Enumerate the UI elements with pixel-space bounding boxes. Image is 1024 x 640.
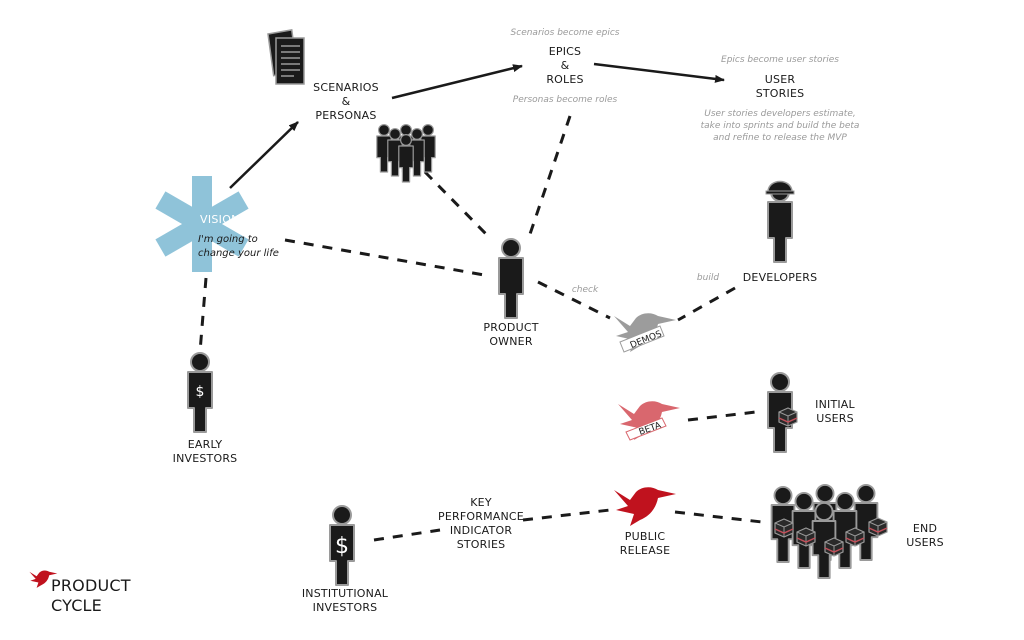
crowd-with-boxes-icon <box>770 484 888 579</box>
vision-title: VISION <box>200 213 240 226</box>
institutional-investors-label: INSTITUTIONAL INVESTORS <box>301 587 389 614</box>
vision-tagline: I'm going to change your life <box>198 234 279 259</box>
product-owner-label: PRODUCT OWNER <box>483 321 539 348</box>
diagram-title: PRODUCT CYCLE <box>51 576 131 615</box>
epics-roles-label: EPICS & ROLES <box>546 45 584 86</box>
dollar-symbol: $ <box>196 384 205 400</box>
product-owner-icon <box>498 238 524 319</box>
connector-group-to-owner <box>423 170 492 240</box>
note-check: check <box>571 285 599 295</box>
connector-vision-to-owner <box>284 238 491 278</box>
connector-release-to-end-users <box>674 510 763 524</box>
asterisk-icon <box>155 176 249 272</box>
dollar-symbol: $ <box>335 534 349 559</box>
connector-epics-to-owner <box>526 115 572 241</box>
user-stories-label: USER STORIES <box>755 73 805 100</box>
developers-label: DEVELOPERS <box>742 271 818 284</box>
person-hardhat-icon <box>765 180 795 263</box>
connector-owner-to-demos <box>537 280 611 320</box>
note-epics-become-user-stories: Epics become user stories <box>721 55 839 65</box>
connector-developers-to-demos <box>677 286 736 322</box>
early-investors-label: EARLY INVESTORS <box>172 438 238 465</box>
beta-bird-icon: BETA <box>618 401 680 441</box>
institutional-investors-icon: $ <box>329 505 355 586</box>
early-investors-icon: $ <box>187 352 213 433</box>
person-with-box-icon <box>767 372 798 453</box>
demos-bird-icon: DEMOS <box>614 313 676 353</box>
arrow-vision-to-scenarios <box>229 121 299 189</box>
note-build: build <box>696 273 720 283</box>
kpi-stories-label: KEY PERFORMANCE INDICATOR STORIES <box>438 496 524 551</box>
note-user-stories-detail: User stories developers estimate, take i… <box>700 109 860 143</box>
note-personas-become-roles: Personas become roles <box>512 95 618 105</box>
scenarios-personas-label: SCENARIOS & PERSONAS <box>313 81 379 122</box>
note-scenarios-become-epics: Scenarios become epics <box>510 28 620 38</box>
arrow-epics-to-stories <box>593 62 725 83</box>
initial-users-label: INITIAL USERS <box>815 398 855 425</box>
arrows <box>229 62 725 189</box>
dashed-connectors <box>198 115 763 542</box>
connector-kpi-to-release <box>522 508 611 522</box>
documents-icon <box>267 29 305 85</box>
arrow-scenarios-to-epics <box>391 64 523 100</box>
end-users-label: END USERS <box>906 522 944 549</box>
public-release-bird-icon <box>614 487 676 526</box>
public-release-label: PUBLIC RELEASE <box>619 530 671 557</box>
connector-beta-to-initial-users <box>687 410 757 422</box>
connector-vision-to-early-investors <box>198 277 208 353</box>
